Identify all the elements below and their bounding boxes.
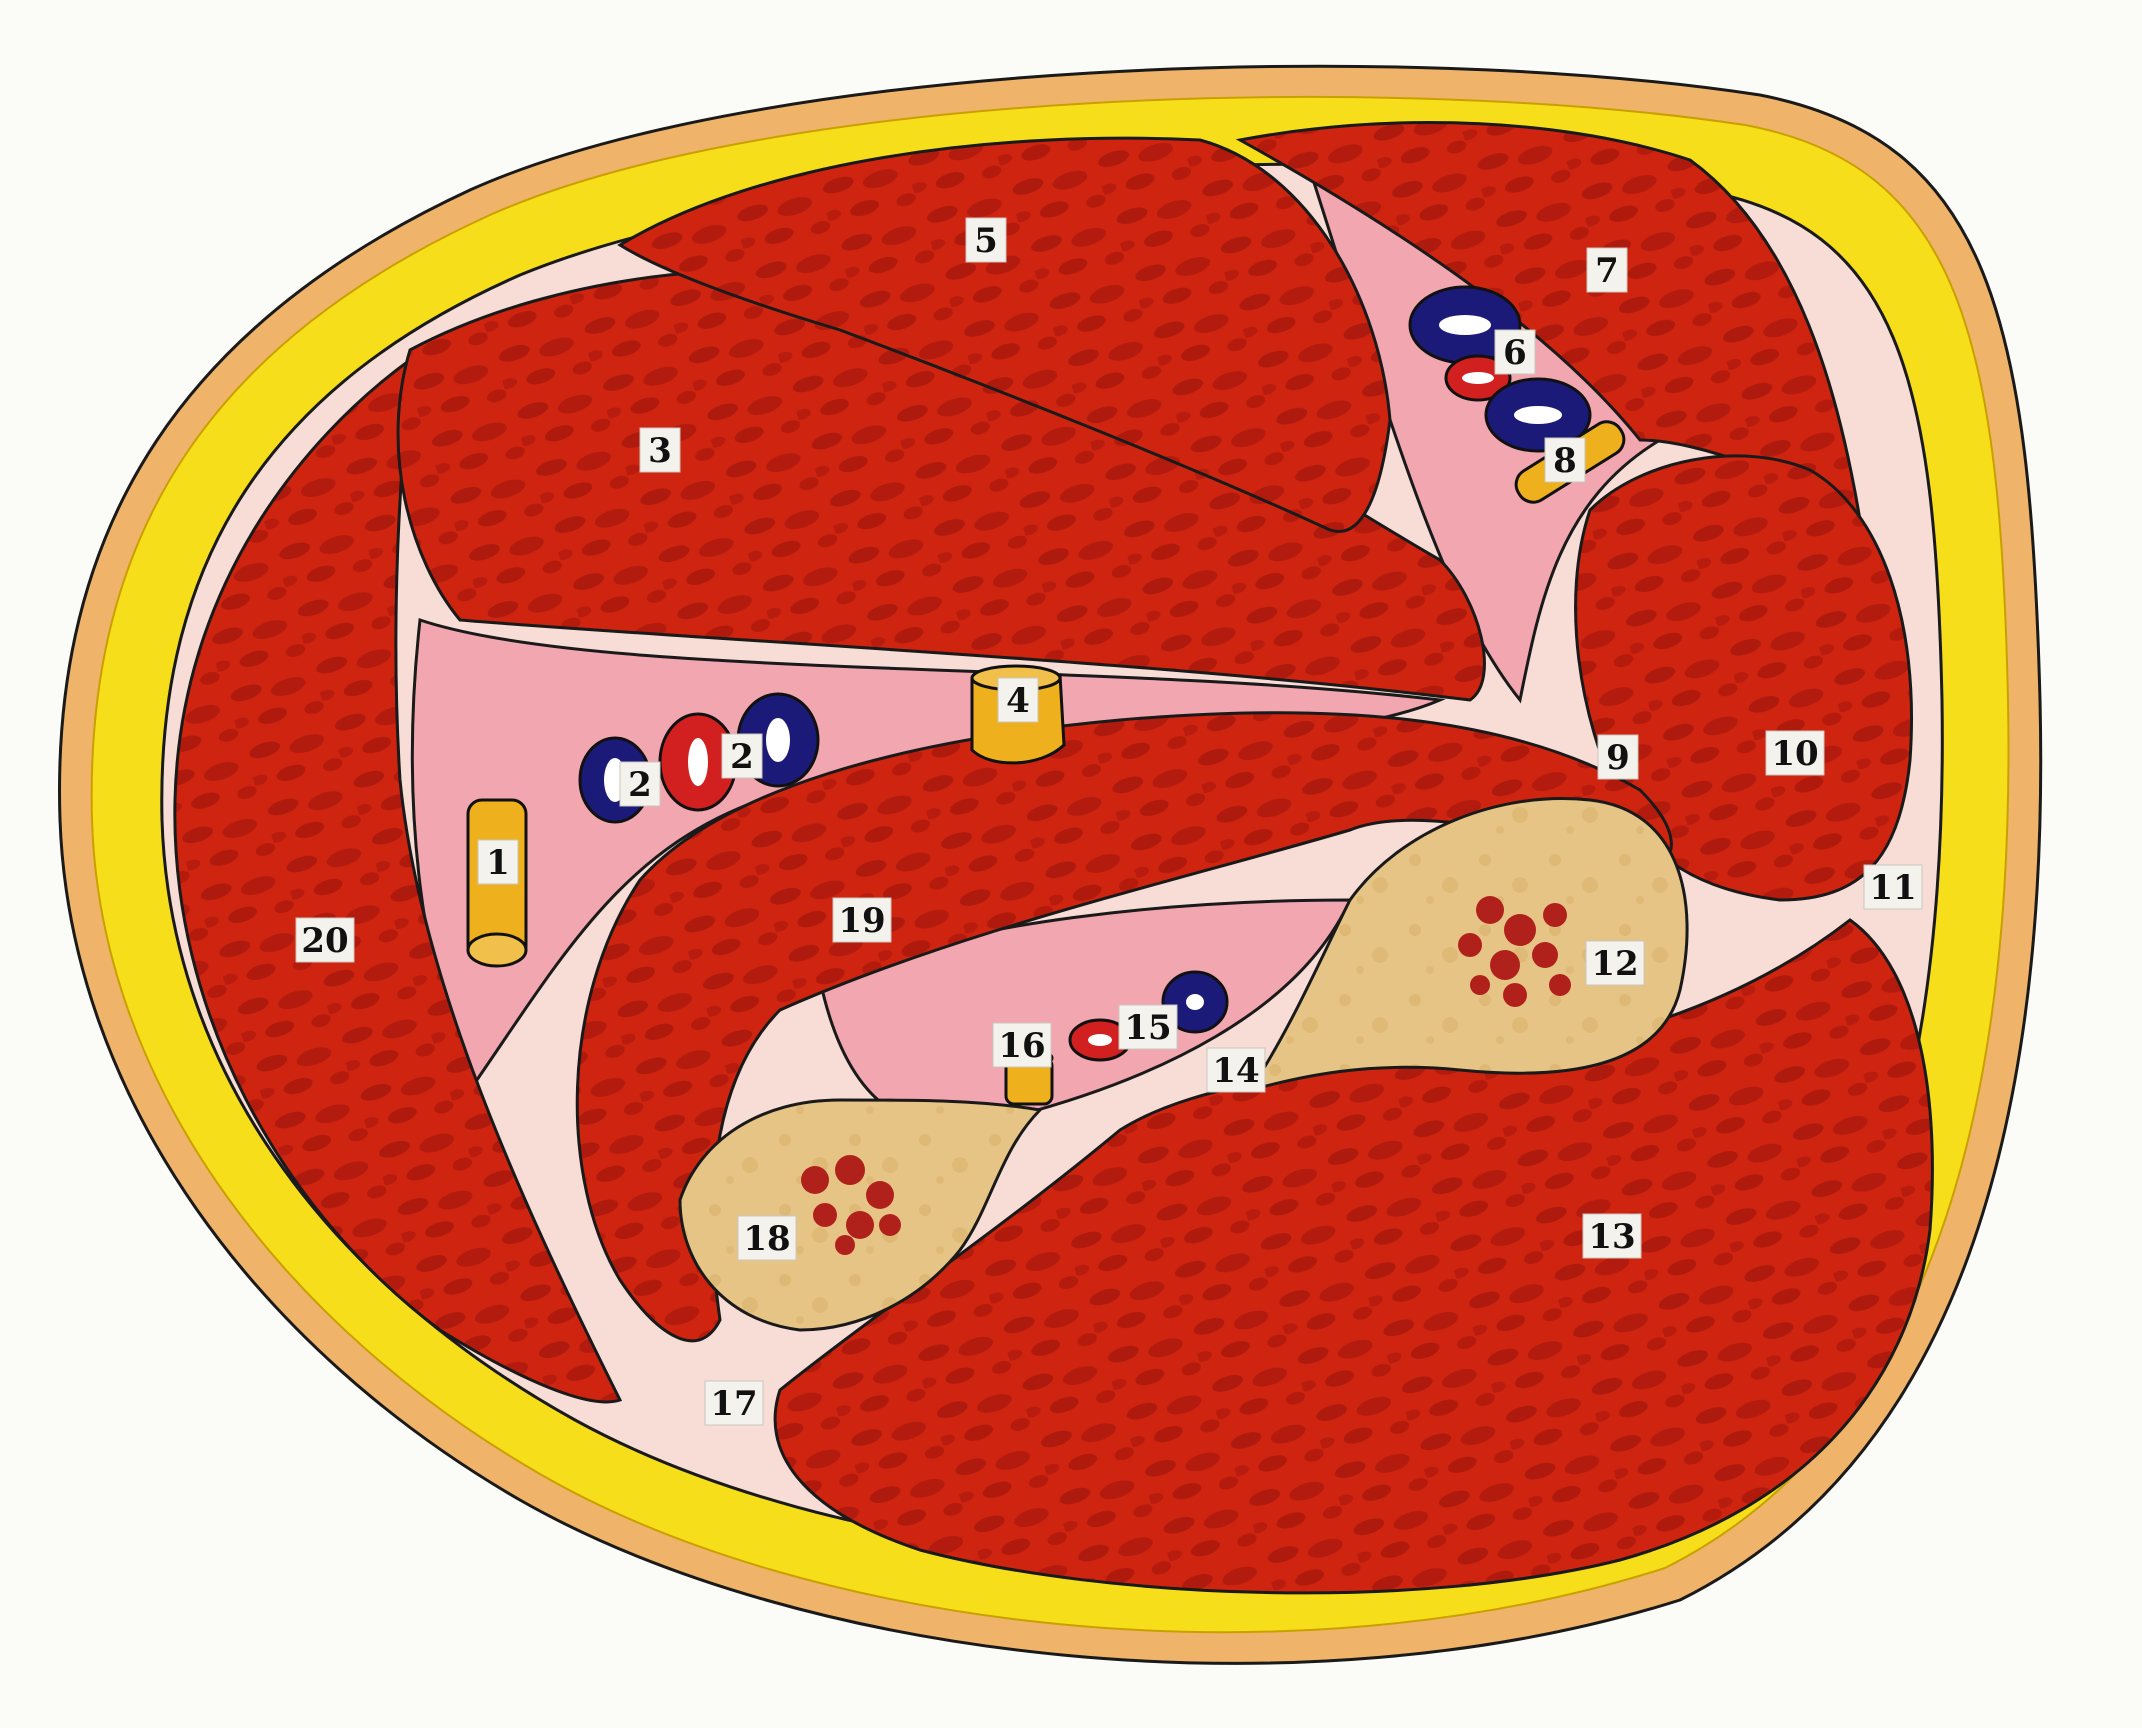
svg-text:12: 12 <box>1591 944 1638 984</box>
label-18: 18 <box>737 1215 797 1261</box>
svg-text:15: 15 <box>1124 1008 1171 1048</box>
label-8: 8 <box>1544 437 1586 483</box>
label-2: 2 <box>721 733 763 779</box>
label-5: 5 <box>965 217 1007 263</box>
marrow-12 <box>1458 896 1571 1007</box>
svg-text:1: 1 <box>486 843 510 883</box>
label-10: 10 <box>1765 730 1825 776</box>
svg-text:9: 9 <box>1606 738 1630 778</box>
svg-text:7: 7 <box>1595 251 1619 291</box>
label-1: 1 <box>477 839 519 885</box>
label-7: 7 <box>1586 247 1628 293</box>
label-9: 9 <box>1597 734 1639 780</box>
svg-text:11: 11 <box>1869 868 1916 908</box>
label-3: 3 <box>639 427 681 473</box>
svg-text:20: 20 <box>301 921 348 961</box>
marrow-18 <box>801 1155 901 1255</box>
svg-text:16: 16 <box>998 1026 1045 1066</box>
svg-text:14: 14 <box>1212 1051 1259 1091</box>
muscle-19 <box>575 711 1673 1343</box>
artery-2 <box>658 712 738 812</box>
label-15: 15 <box>1118 1004 1178 1050</box>
label-12: 12 <box>1585 940 1645 986</box>
svg-text:8: 8 <box>1553 441 1577 481</box>
label-11: 11 <box>1863 864 1923 910</box>
svg-text:10: 10 <box>1771 734 1818 774</box>
label-19: 19 <box>832 897 892 943</box>
label-2: 2 <box>619 761 661 807</box>
artery-15 <box>1068 1018 1132 1062</box>
label-16: 16 <box>992 1022 1052 1068</box>
svg-text:19: 19 <box>838 901 885 941</box>
vein-6b <box>1484 377 1592 453</box>
label-6: 6 <box>1494 329 1536 375</box>
svg-text:3: 3 <box>648 431 672 471</box>
muscle-5 <box>617 136 1392 533</box>
svg-text:13: 13 <box>1588 1217 1635 1257</box>
svg-text:2: 2 <box>730 737 754 777</box>
svg-text:2: 2 <box>628 765 652 805</box>
artery-6 <box>1444 354 1512 402</box>
vein-15 <box>1161 970 1229 1034</box>
label-14: 14 <box>1206 1047 1266 1093</box>
svg-text:4: 4 <box>1006 681 1030 721</box>
muscle-13 <box>773 918 1934 1595</box>
muscle-20 <box>173 356 623 1404</box>
svg-text:18: 18 <box>743 1219 790 1259</box>
label-13: 13 <box>1582 1213 1642 1259</box>
label-4: 4 <box>997 677 1039 723</box>
svg-text:17: 17 <box>710 1384 757 1424</box>
label-17: 17 <box>704 1380 764 1426</box>
label-20: 20 <box>295 917 355 963</box>
svg-text:6: 6 <box>1503 333 1527 373</box>
svg-text:5: 5 <box>974 221 998 261</box>
